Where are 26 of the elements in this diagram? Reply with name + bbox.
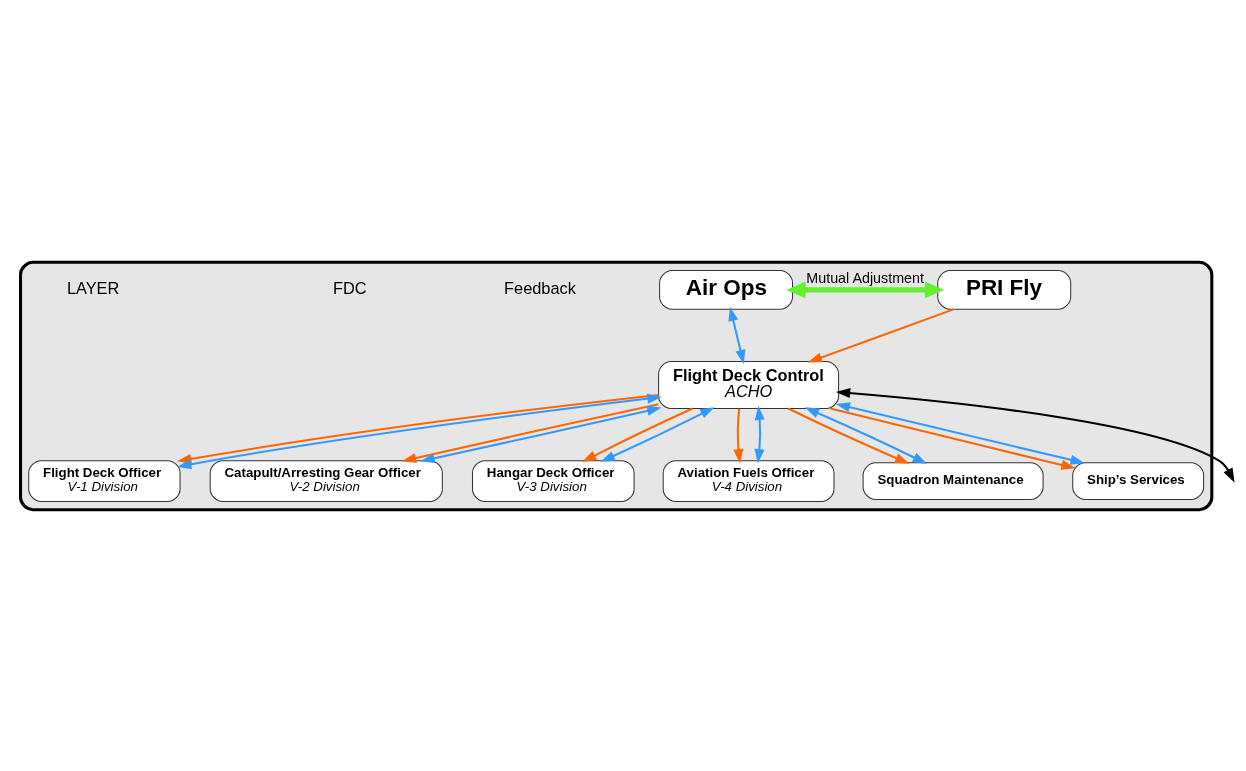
node-box: Ship’s Services	[1072, 461, 1205, 500]
node-box: Flight Deck Control ACHO	[658, 360, 840, 409]
arrow	[835, 387, 1235, 483]
arrow	[786, 281, 945, 298]
cluster	[19, 260, 1214, 511]
arrow	[830, 407, 1076, 470]
node-box: Catapult/Arresting Gear Officer V-2 Division	[209, 459, 443, 502]
node-box: Air Ops	[659, 269, 794, 310]
arrow	[804, 406, 928, 464]
label: Feedback	[504, 278, 576, 297]
node-box: Aviation Fuels Officer V-4 Division	[662, 459, 835, 502]
arrow	[807, 307, 954, 362]
edge-label: Mutual Adjustment	[806, 269, 924, 286]
arrow	[600, 406, 715, 462]
node-box: Squadron Maintenance	[862, 461, 1044, 500]
label: FDC	[332, 278, 367, 297]
node-box: Flight Deck Officer V-1 Division	[28, 459, 181, 502]
arrow	[787, 407, 910, 464]
arrow	[728, 306, 746, 364]
arrow	[733, 408, 744, 463]
node-box: PRI Fly	[937, 269, 1072, 310]
arrow	[835, 401, 1085, 465]
label: LAYER	[66, 278, 120, 297]
arrow	[754, 405, 765, 463]
arrow	[582, 407, 693, 462]
node-box: Hangar Deck Officer V-3 Division	[472, 459, 635, 502]
